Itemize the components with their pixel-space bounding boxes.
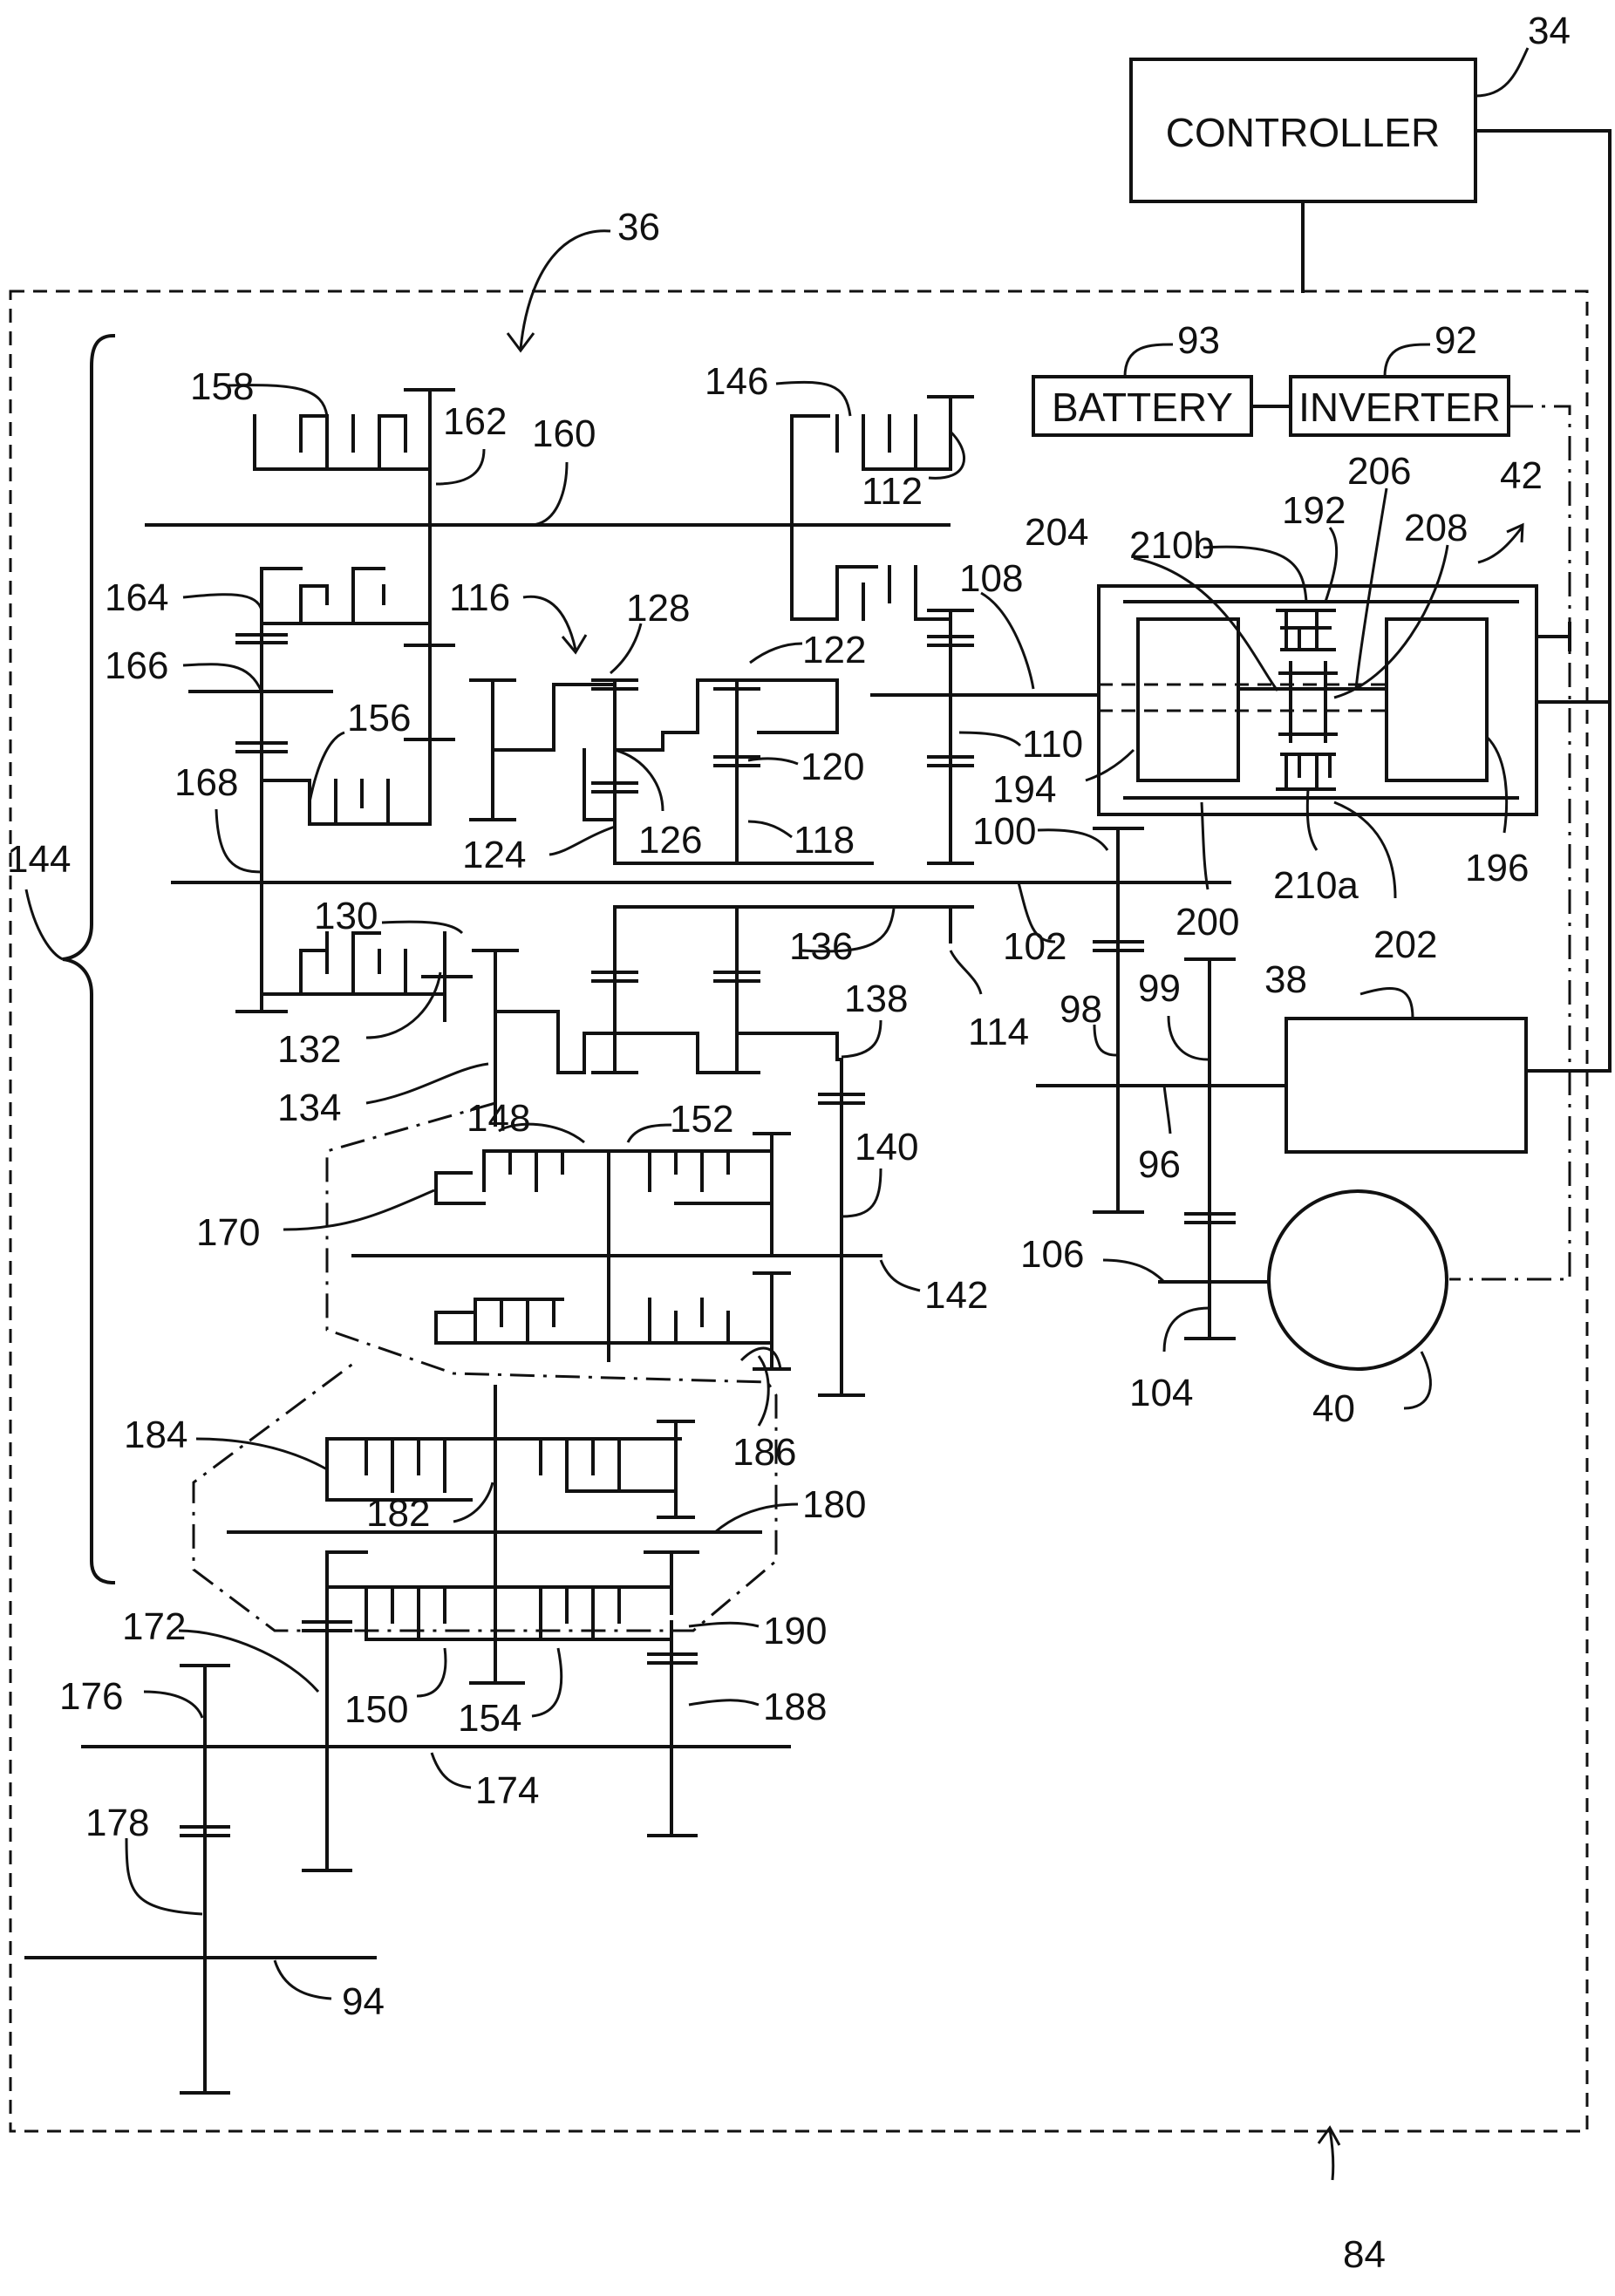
controller-label: CONTROLLER [1166,110,1440,155]
ref-200: 200 [1175,901,1239,944]
ref-174: 174 [475,1769,539,1812]
ref-160: 160 [532,412,596,455]
ref-110: 110 [1022,723,1083,766]
motor-40: 40 [1234,1191,1447,1430]
ref-116: 116 [449,576,510,619]
ref-146: 146 [705,360,768,403]
ref-192: 192 [1282,489,1346,532]
ref-152: 152 [670,1098,733,1141]
ref-126: 126 [638,819,702,862]
ref-134: 134 [277,1087,341,1129]
ref-170: 170 [196,1211,260,1254]
ref-96: 96 [1138,1143,1181,1186]
ref-40: 40 [1312,1387,1355,1430]
battery-block: BATTERY 93 [1033,319,1251,435]
unit-42: 42 204 210b 192 206 208 194 210a 200 202… [992,450,1610,966]
battery-label: BATTERY [1052,385,1233,430]
ref-130: 130 [314,895,378,937]
ref-138: 138 [844,978,908,1020]
ref-172: 172 [122,1605,186,1648]
ref-140: 140 [855,1126,918,1168]
output-gears: 176 172 174 178 94 [59,1605,539,2093]
ref-128: 128 [626,587,690,630]
ref-180: 180 [802,1483,866,1526]
ref-210a: 210a [1273,864,1359,907]
ref-84: 84 [1343,2233,1386,2276]
ref-210b: 210b [1129,524,1215,567]
ref-166: 166 [105,644,168,687]
ref-148: 148 [467,1097,530,1140]
ref-190: 190 [763,1610,827,1652]
ref-42: 42 [1500,454,1543,497]
ref-182: 182 [366,1492,430,1535]
ref-104: 104 [1129,1372,1193,1414]
ref-186: 186 [733,1431,796,1474]
ref-100: 100 [972,810,1036,853]
ref-158: 158 [190,365,254,408]
ref-206: 206 [1347,450,1411,493]
ref-184: 184 [124,1414,187,1456]
ref-106: 106 [1020,1233,1084,1276]
ref-34: 34 [1528,10,1571,52]
ref-124: 124 [462,834,526,876]
engine-38: 38 [1264,958,1526,1152]
ref-136: 136 [789,925,853,968]
ref-154: 154 [458,1697,521,1740]
ref-94: 94 [342,1980,385,2023]
cluster-158-162: 158 162 160 164 166 168 156 [105,365,596,1071]
ref-132: 132 [277,1028,341,1071]
ref-93: 93 [1177,319,1220,362]
brace-144: 144 [7,336,113,1583]
ref-36-arrow: 36 [508,206,660,351]
ref-178: 178 [85,1802,149,1844]
ref-204: 204 [1025,511,1088,554]
ref-92: 92 [1434,319,1477,362]
ref-196: 196 [1465,847,1529,889]
clutch-146-112: 146 112 108 110 [705,360,1083,766]
ref-114: 114 [968,1011,1029,1053]
ref-102: 102 [1003,925,1066,968]
ref-36: 36 [617,206,660,249]
ref-150: 150 [344,1688,408,1731]
ref-202: 202 [1373,923,1437,966]
ref-208: 208 [1404,507,1468,549]
ref-122: 122 [802,629,866,671]
ref-162: 162 [443,400,507,443]
gearset-116: 116 128 122 120 118 126 124 [449,576,972,876]
ref-120: 120 [801,746,864,788]
ref-156: 156 [347,697,411,739]
ref-194: 194 [992,768,1056,811]
ref-38: 38 [1264,958,1307,1001]
ref-142: 142 [924,1274,988,1317]
ref-188: 188 [763,1686,827,1728]
ref-176: 176 [59,1675,123,1718]
ref-118: 118 [794,819,855,862]
inverter-label: INVERTER [1298,385,1501,430]
ref-108: 108 [959,557,1023,600]
ref-164: 164 [105,576,168,619]
ref-112: 112 [862,470,923,513]
ref-98: 98 [1060,988,1102,1031]
ref-168: 168 [174,761,238,804]
ref-144: 144 [7,838,71,881]
ref-99: 99 [1138,967,1181,1010]
